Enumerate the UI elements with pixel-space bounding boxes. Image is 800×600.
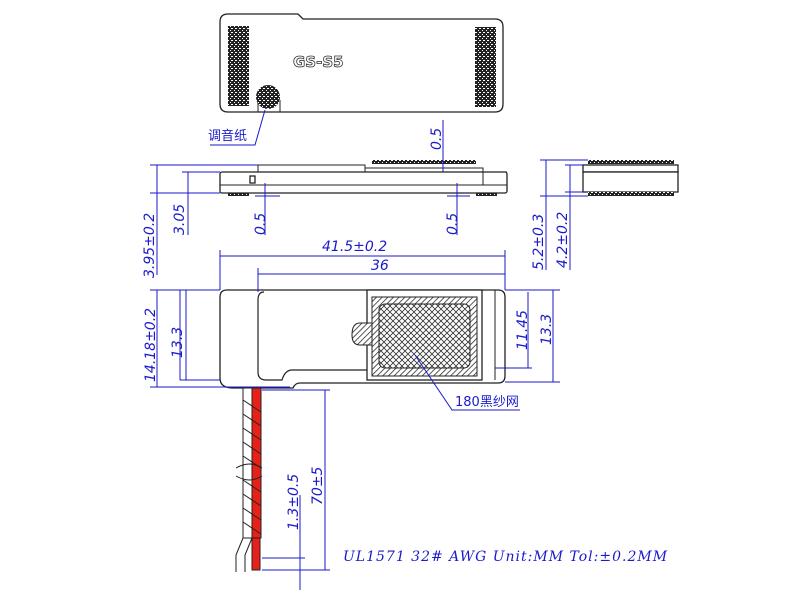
mesh-180-black (378, 303, 471, 369)
left-pad (228, 26, 249, 106)
top-view: GS-S5 调音纸 (208, 13, 504, 146)
dim-total-length: 41.5±0.2 (322, 239, 387, 255)
model-label: GS-S5 (293, 53, 344, 71)
dim-top-offset: 0.5 (429, 128, 445, 150)
front-view: 41.5±0.2 36 14.18±0.2 13.3 11.45 13.3 18… (143, 239, 560, 411)
lead-wires: 70±5 1.3±0.5 (235, 387, 330, 590)
dim-end-body-height: 4.2±0.2 (555, 212, 571, 268)
dim-end-total-height: 5.2±0.3 (531, 214, 547, 270)
dim-wire-length: 70±5 (310, 466, 326, 505)
dim-bottom-offset-right: 0.5 (445, 213, 461, 235)
dim-total-height: 3.95±0.2 (142, 213, 158, 278)
dim-bottom-offset-left: 0.5 (253, 213, 269, 235)
dim-inner-length: 36 (371, 258, 389, 274)
side-view: 3.95±0.2 3.05 0.5 0.5 0.5 (142, 120, 508, 278)
right-pad (475, 27, 496, 107)
mesh-label: 180黑纱网 (455, 395, 519, 410)
dim-strip-length: 1.3±0.5 (286, 474, 302, 530)
top-mesh-strip (372, 160, 476, 164)
dim-mesh-width: 11.45 (515, 310, 531, 350)
dim-left-width: 13.3 (170, 327, 186, 358)
spec-note: UL1571 32# AWG Unit:MM Tol:±0.2MM (343, 549, 668, 565)
end-view: 5.2±0.3 4.2±0.2 (531, 159, 679, 270)
dim-body-height: 3.05 (172, 204, 188, 235)
tuning-paper-label: 调音纸 (208, 128, 247, 144)
dim-right-width: 13.3 (539, 314, 555, 345)
dim-total-width: 14.18±0.2 (143, 308, 159, 382)
tuning-paper-dot (256, 85, 280, 109)
